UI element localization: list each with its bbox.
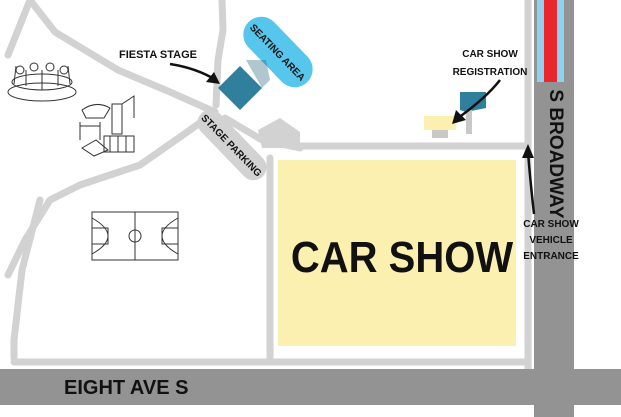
fiesta-stage-label: FIESTA STAGE	[119, 49, 197, 61]
vehicle-entrance-arrowhead-icon	[522, 144, 534, 158]
stage-apron	[246, 60, 270, 88]
registration-booth-base	[432, 130, 448, 138]
play-equipment-icon	[79, 95, 135, 157]
bike-lane-red	[544, 0, 557, 82]
stage-parking-lot	[197, 109, 267, 181]
basketball-court-icon	[91, 211, 179, 261]
vehicle-entrance-label-line3: ENTRANCE	[523, 251, 579, 262]
fiesta-stage[interactable]	[218, 66, 262, 110]
registration-label-line2: REGISTRATION	[453, 67, 528, 78]
playground-icon	[7, 62, 77, 102]
car-show-area[interactable]	[278, 160, 516, 346]
eight-ave-s-label: EIGHT AVE S	[64, 377, 188, 399]
registration-arrowhead-icon	[452, 110, 466, 124]
registration-label-line1: CAR SHOW	[462, 49, 518, 60]
registration-sign	[460, 92, 486, 112]
vehicle-entrance-label-line1: CAR SHOW	[523, 219, 579, 230]
registration-arrow-icon	[457, 79, 501, 120]
bike-lane-blue-left	[537, 0, 544, 82]
registration-sign-post	[466, 110, 472, 134]
fiesta-stage-arrowhead-icon	[206, 72, 220, 84]
eight-ave-s-road	[0, 369, 621, 405]
vehicle-entrance-label-line2: VEHICLE	[529, 235, 573, 246]
bike-lane-blue-right	[557, 0, 564, 82]
seating-area[interactable]	[236, 9, 320, 94]
fiesta-stage-arrow-icon	[169, 62, 217, 82]
s-broadway-label: S BROADWAY	[545, 89, 566, 218]
stage-plaza	[258, 118, 300, 148]
registration-booth[interactable]	[424, 116, 456, 130]
car-show-label: CAR SHOW	[291, 233, 514, 282]
